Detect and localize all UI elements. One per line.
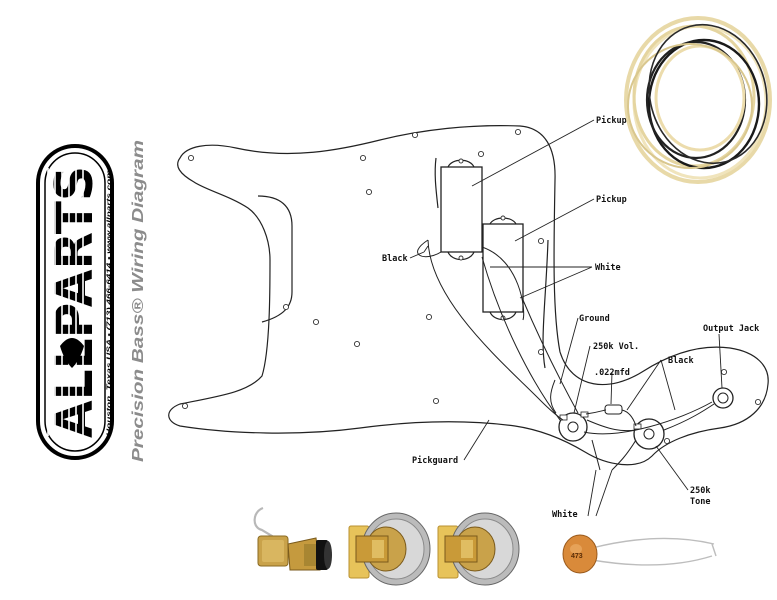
label-tone: Tone <box>690 497 710 507</box>
logo-brand-text: ALLPARTS <box>45 166 105 438</box>
volume-pot-image <box>348 512 431 586</box>
label-pickup-top: Pickup <box>596 115 627 126</box>
label-ground: Ground <box>579 314 610 324</box>
label-capacitor: .022mfd <box>594 368 630 378</box>
label-tone-value: 250k <box>690 486 710 496</box>
output-jack-image <box>253 506 332 571</box>
capacitor-image: 473 <box>562 534 717 574</box>
pickguard-screw-holes <box>181 128 762 445</box>
guitar-pick-icon <box>60 338 84 368</box>
label-white-bottom: White <box>552 509 578 520</box>
label-black-left: Black <box>382 254 408 264</box>
capacitor-symbol <box>604 404 623 415</box>
volume-pot <box>558 411 589 442</box>
label-black-right: Black <box>668 356 694 366</box>
diagram-title: Precision Bass® Wiring Diagram <box>130 140 147 462</box>
diagram-labels: Pickup Pickup Black White Ground 250k Vo… <box>382 115 759 520</box>
output-jack-symbol <box>712 387 734 409</box>
tone-pot-image <box>437 512 520 586</box>
logo-stripes <box>47 168 84 436</box>
pickup-lower <box>482 215 524 321</box>
label-pickguard: Pickguard <box>412 455 458 466</box>
pickguard-outline <box>168 125 769 466</box>
circuit-wires <box>417 239 715 471</box>
pickup-upper <box>440 158 483 261</box>
label-volume: 250k Vol. <box>593 342 639 352</box>
capacitor-marking: 473 <box>571 553 583 560</box>
label-pickup-bottom: Pickup <box>596 194 627 205</box>
tone-pot <box>633 418 665 450</box>
coiled-wire-image <box>624 16 772 184</box>
allparts-logo: ALLPARTS Houston, Texas USA • (713) 466-… <box>36 144 114 460</box>
label-white-top: White <box>595 262 621 273</box>
callout-lines <box>409 119 723 517</box>
logo-address-text: Houston, Texas USA • (713) 466-6414 • ww… <box>106 169 113 436</box>
label-output-jack: Output Jack <box>703 324 759 334</box>
